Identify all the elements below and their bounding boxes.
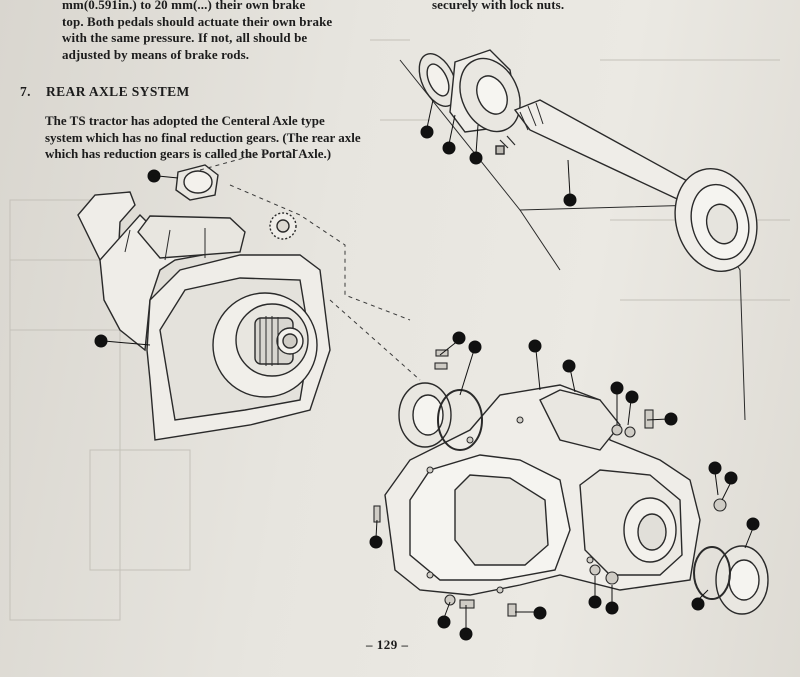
callout-c17: 17	[605, 585, 619, 615]
callout-c2: 2	[94, 334, 151, 348]
svg-text:3: 3	[669, 416, 673, 424]
gear-part	[269, 212, 297, 240]
svg-text:8: 8	[442, 619, 446, 627]
section-paragraph: The TS tractor has adopted the Centeral …	[45, 113, 361, 161]
svg-text:23: 23	[151, 175, 157, 181]
svg-text:1: 1	[567, 363, 571, 371]
page-number: – 129 –	[366, 637, 409, 652]
svg-text:10: 10	[750, 523, 756, 529]
svg-text:20: 20	[446, 147, 452, 153]
svg-text:13: 13	[614, 387, 620, 393]
svg-text:19: 19	[424, 131, 430, 137]
bearing-right	[693, 545, 769, 615]
svg-text:2: 2	[99, 338, 103, 346]
svg-text:18: 18	[695, 603, 701, 609]
right-axle-housing	[384, 384, 701, 596]
callout-c18: 18	[691, 589, 709, 611]
callout-c12: 12	[708, 461, 722, 496]
bearing-cap-part	[175, 164, 219, 201]
callout-c6: 6	[459, 605, 473, 641]
callout-c10: 10	[744, 517, 760, 549]
callout-c4: 4	[528, 339, 542, 391]
callout-c11: 11	[721, 471, 738, 501]
left-axle-housing	[77, 191, 331, 441]
svg-text:15: 15	[456, 337, 462, 343]
callout-markers: 1 2 3 4 5 6 7 8 9 10 11 12 13 14 15 16 1…	[94, 99, 760, 641]
svg-text:5: 5	[473, 344, 477, 352]
callout-c15: 15	[439, 331, 466, 356]
svg-text:9: 9	[374, 539, 378, 547]
callout-c1: 1	[562, 359, 576, 393]
axle-shaft-assembly	[418, 49, 758, 272]
callout-c19: 19	[420, 99, 434, 139]
callout-c20: 20	[442, 114, 456, 155]
section-title: REAR AXLE SYSTEM	[46, 84, 190, 99]
svg-text:12: 12	[712, 467, 718, 473]
section-heading: 7. REAR AXLE SYSTEM	[20, 84, 190, 100]
callout-c22: 22	[563, 159, 577, 207]
top-line: with the same pressure. If not, all shou…	[62, 30, 308, 45]
top-line: mm(0.591in.) to 20 mm(...) their own bra…	[62, 0, 306, 12]
svg-text:4: 4	[533, 343, 537, 351]
top-line: adjusted by means of brake rods.	[62, 46, 250, 62]
callout-c5: 5	[459, 340, 482, 396]
callout-c8: 8	[437, 601, 451, 629]
svg-text:6: 6	[464, 631, 468, 639]
section-number: 7.	[20, 84, 31, 99]
callout-c9: 9	[369, 519, 383, 549]
top-line: top. Both pedals should actuate their ow…	[62, 13, 333, 29]
top-text-left: mm(0.591in.) to 20 mm(...) their own bra…	[62, 0, 362, 63]
callout-c13: 13	[610, 381, 624, 425]
callout-c3: 3	[646, 412, 678, 426]
svg-text:11: 11	[728, 477, 734, 483]
svg-text:16: 16	[592, 601, 598, 607]
top-text-right: securely with lock nuts.	[432, 0, 565, 12]
callout-c23: 23	[147, 169, 179, 183]
callout-c14: 14	[515, 606, 547, 620]
svg-text:17: 17	[609, 607, 615, 613]
callout-c21: 21	[469, 124, 483, 165]
svg-text:21: 21	[473, 157, 479, 163]
callout-c16: 16	[588, 576, 602, 609]
callout-c7: 7	[625, 390, 639, 426]
svg-text:22: 22	[567, 199, 573, 205]
bearing-left	[398, 382, 483, 451]
svg-text:14: 14	[537, 612, 543, 618]
svg-text:7: 7	[630, 394, 634, 402]
